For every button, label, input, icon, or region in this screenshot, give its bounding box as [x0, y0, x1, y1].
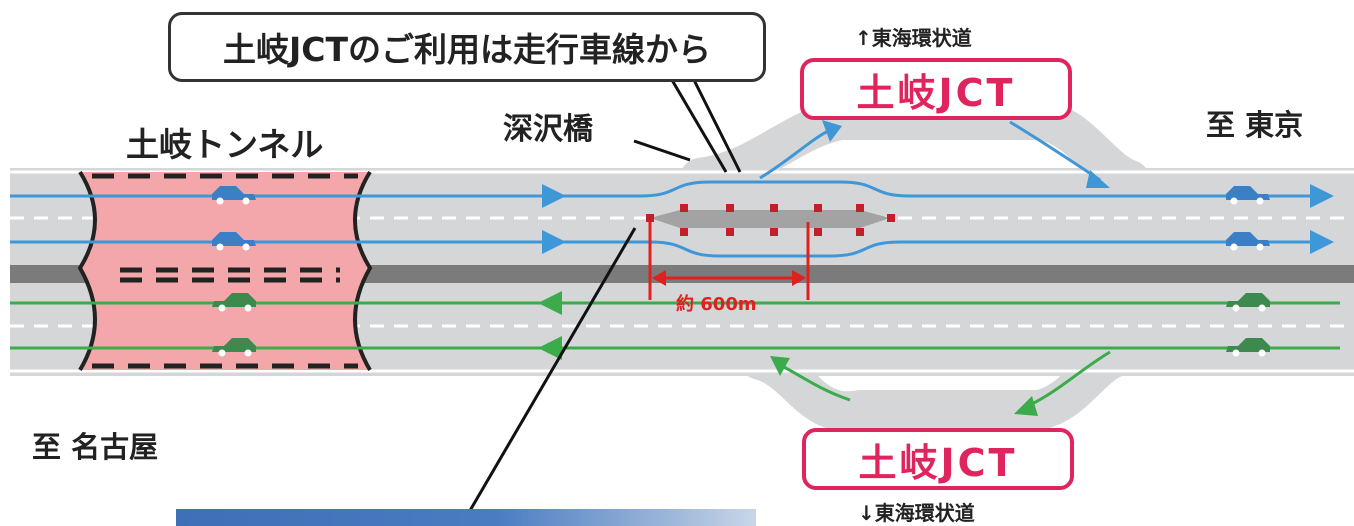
destination-west-label: 至 名古屋	[32, 430, 159, 464]
median-taper	[850, 265, 1354, 283]
car-icon-blue	[212, 186, 256, 205]
destination-east-label: 至 東京	[1206, 108, 1304, 142]
expressway-north-label: ↑東海環状道	[855, 26, 972, 50]
car-icon-blue	[1226, 232, 1270, 251]
eastbound-routes	[10, 120, 1320, 258]
westbound-arrows	[538, 291, 1038, 416]
car-icon-green	[1226, 293, 1270, 312]
distance-marker	[648, 222, 810, 300]
usage-notice-callout: 土岐JCTのご利用は走行車線から	[168, 12, 766, 82]
car-icon-blue	[1226, 186, 1270, 205]
car-icon-green	[212, 338, 256, 357]
ramp-ne	[680, 100, 1150, 200]
tunnel	[77, 170, 373, 372]
construction-zone	[646, 204, 895, 236]
junction-sign-south: 土岐JCT	[802, 428, 1074, 490]
tunnel-fill	[80, 172, 370, 370]
tunnel-label: 土岐トンネル	[126, 125, 324, 164]
car-icon-green	[212, 293, 256, 312]
leader-lines	[466, 79, 742, 515]
car-icon-blue	[212, 232, 256, 251]
expressway-south-label: ↓東海環状道	[858, 501, 975, 525]
car-icon-green	[1226, 338, 1270, 357]
bridge-photo	[176, 509, 756, 526]
eastbound-arrows	[542, 120, 1334, 254]
distance-label: 約 600m	[676, 294, 757, 315]
bridge-label: 深沢橋	[503, 112, 593, 147]
junction-sign-north: 土岐JCT	[800, 58, 1072, 120]
